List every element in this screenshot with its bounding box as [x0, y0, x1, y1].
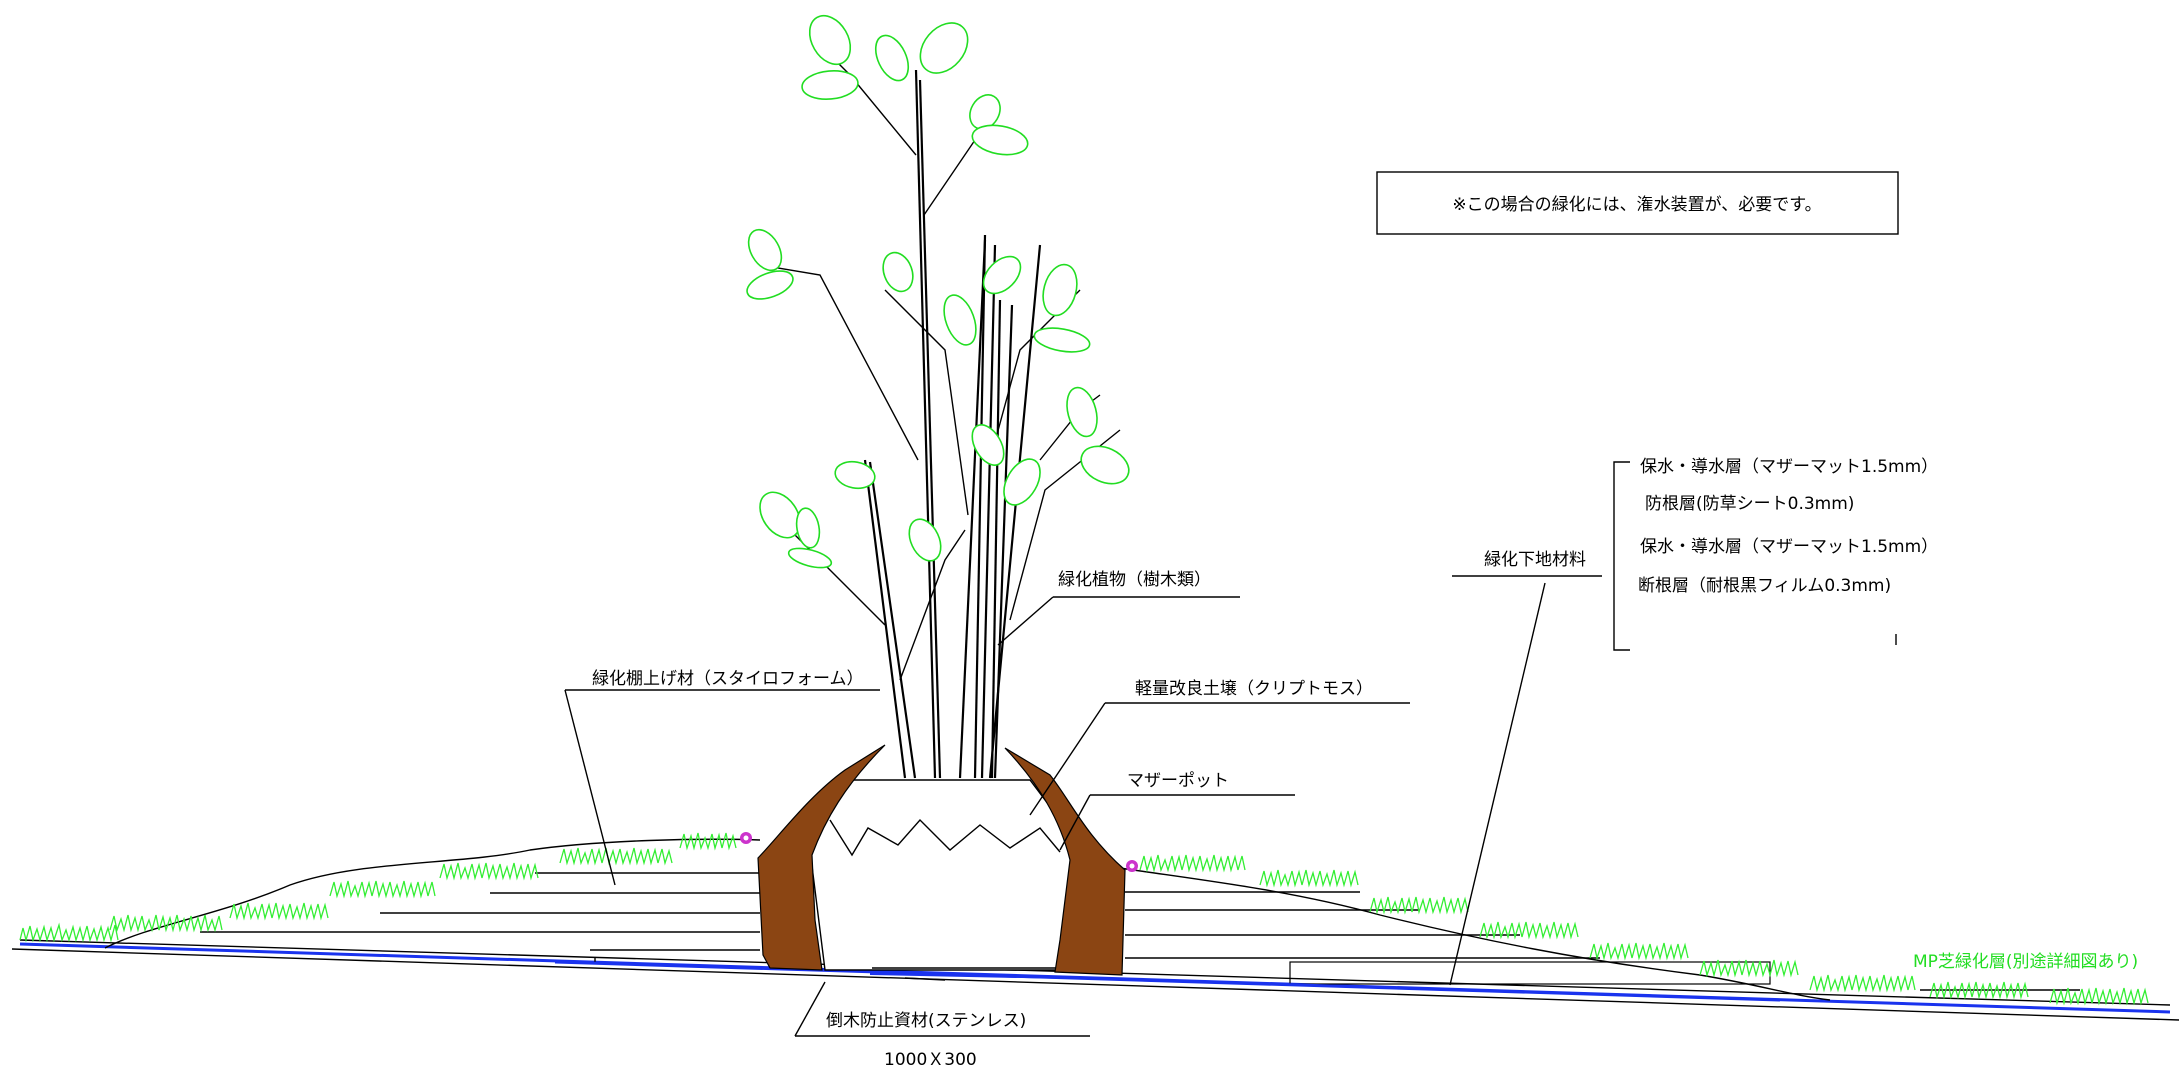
label-planting: 緑化植物（樹木類）: [1058, 570, 1211, 590]
grass-right: [1139, 854, 2149, 1006]
label-shelf-material: 緑化棚上げ材（スタイロフォーム）: [592, 669, 864, 689]
layer-2: 防根層(防草シート0.3mm): [1645, 494, 1854, 514]
right-mound: [1119, 867, 2080, 1001]
label-soil: 軽量改良土壌（クリプトモス）: [1135, 679, 1373, 699]
leader-lines: [564, 461, 1897, 1037]
layer-4: 断根層（耐根黒フィルム0.3mm): [1638, 576, 1891, 596]
label-mp-lawn: MP芝緑化層(別途詳細図あり): [1913, 952, 2138, 972]
tree-leaves: [746, 14, 1130, 569]
anti-topple-bar: [869, 973, 1071, 981]
notice-text: ※この場合の緑化には、潅水装置が、必要です。: [1452, 195, 1821, 215]
label-mother-pot: マザーポット: [1127, 771, 1229, 791]
label-anti-topple: 倒木防止資材(ステンレス): [826, 1011, 1026, 1031]
left-mound: [104, 838, 761, 962]
layer-1: 保水・導水層（マザーマット1.5mm）: [1640, 457, 1938, 477]
grass-left: [19, 832, 737, 943]
drainage-line: [554, 960, 1781, 1002]
layer-3: 保水・導水層（マザーマット1.5mm）: [1640, 537, 1938, 557]
sprinkler-left-icon: [740, 832, 752, 844]
label-anti-topple-size: 1000Ｘ300: [884, 1050, 977, 1070]
mother-pot: [757, 744, 1126, 976]
label-base-material: 緑化下地材料: [1484, 550, 1586, 570]
sprinkler-right-icon: [1126, 860, 1138, 872]
soil-ball: [809, 779, 1076, 971]
notice-box: ※この場合の緑化には、潅水装置が、必要です。: [1376, 171, 1899, 235]
